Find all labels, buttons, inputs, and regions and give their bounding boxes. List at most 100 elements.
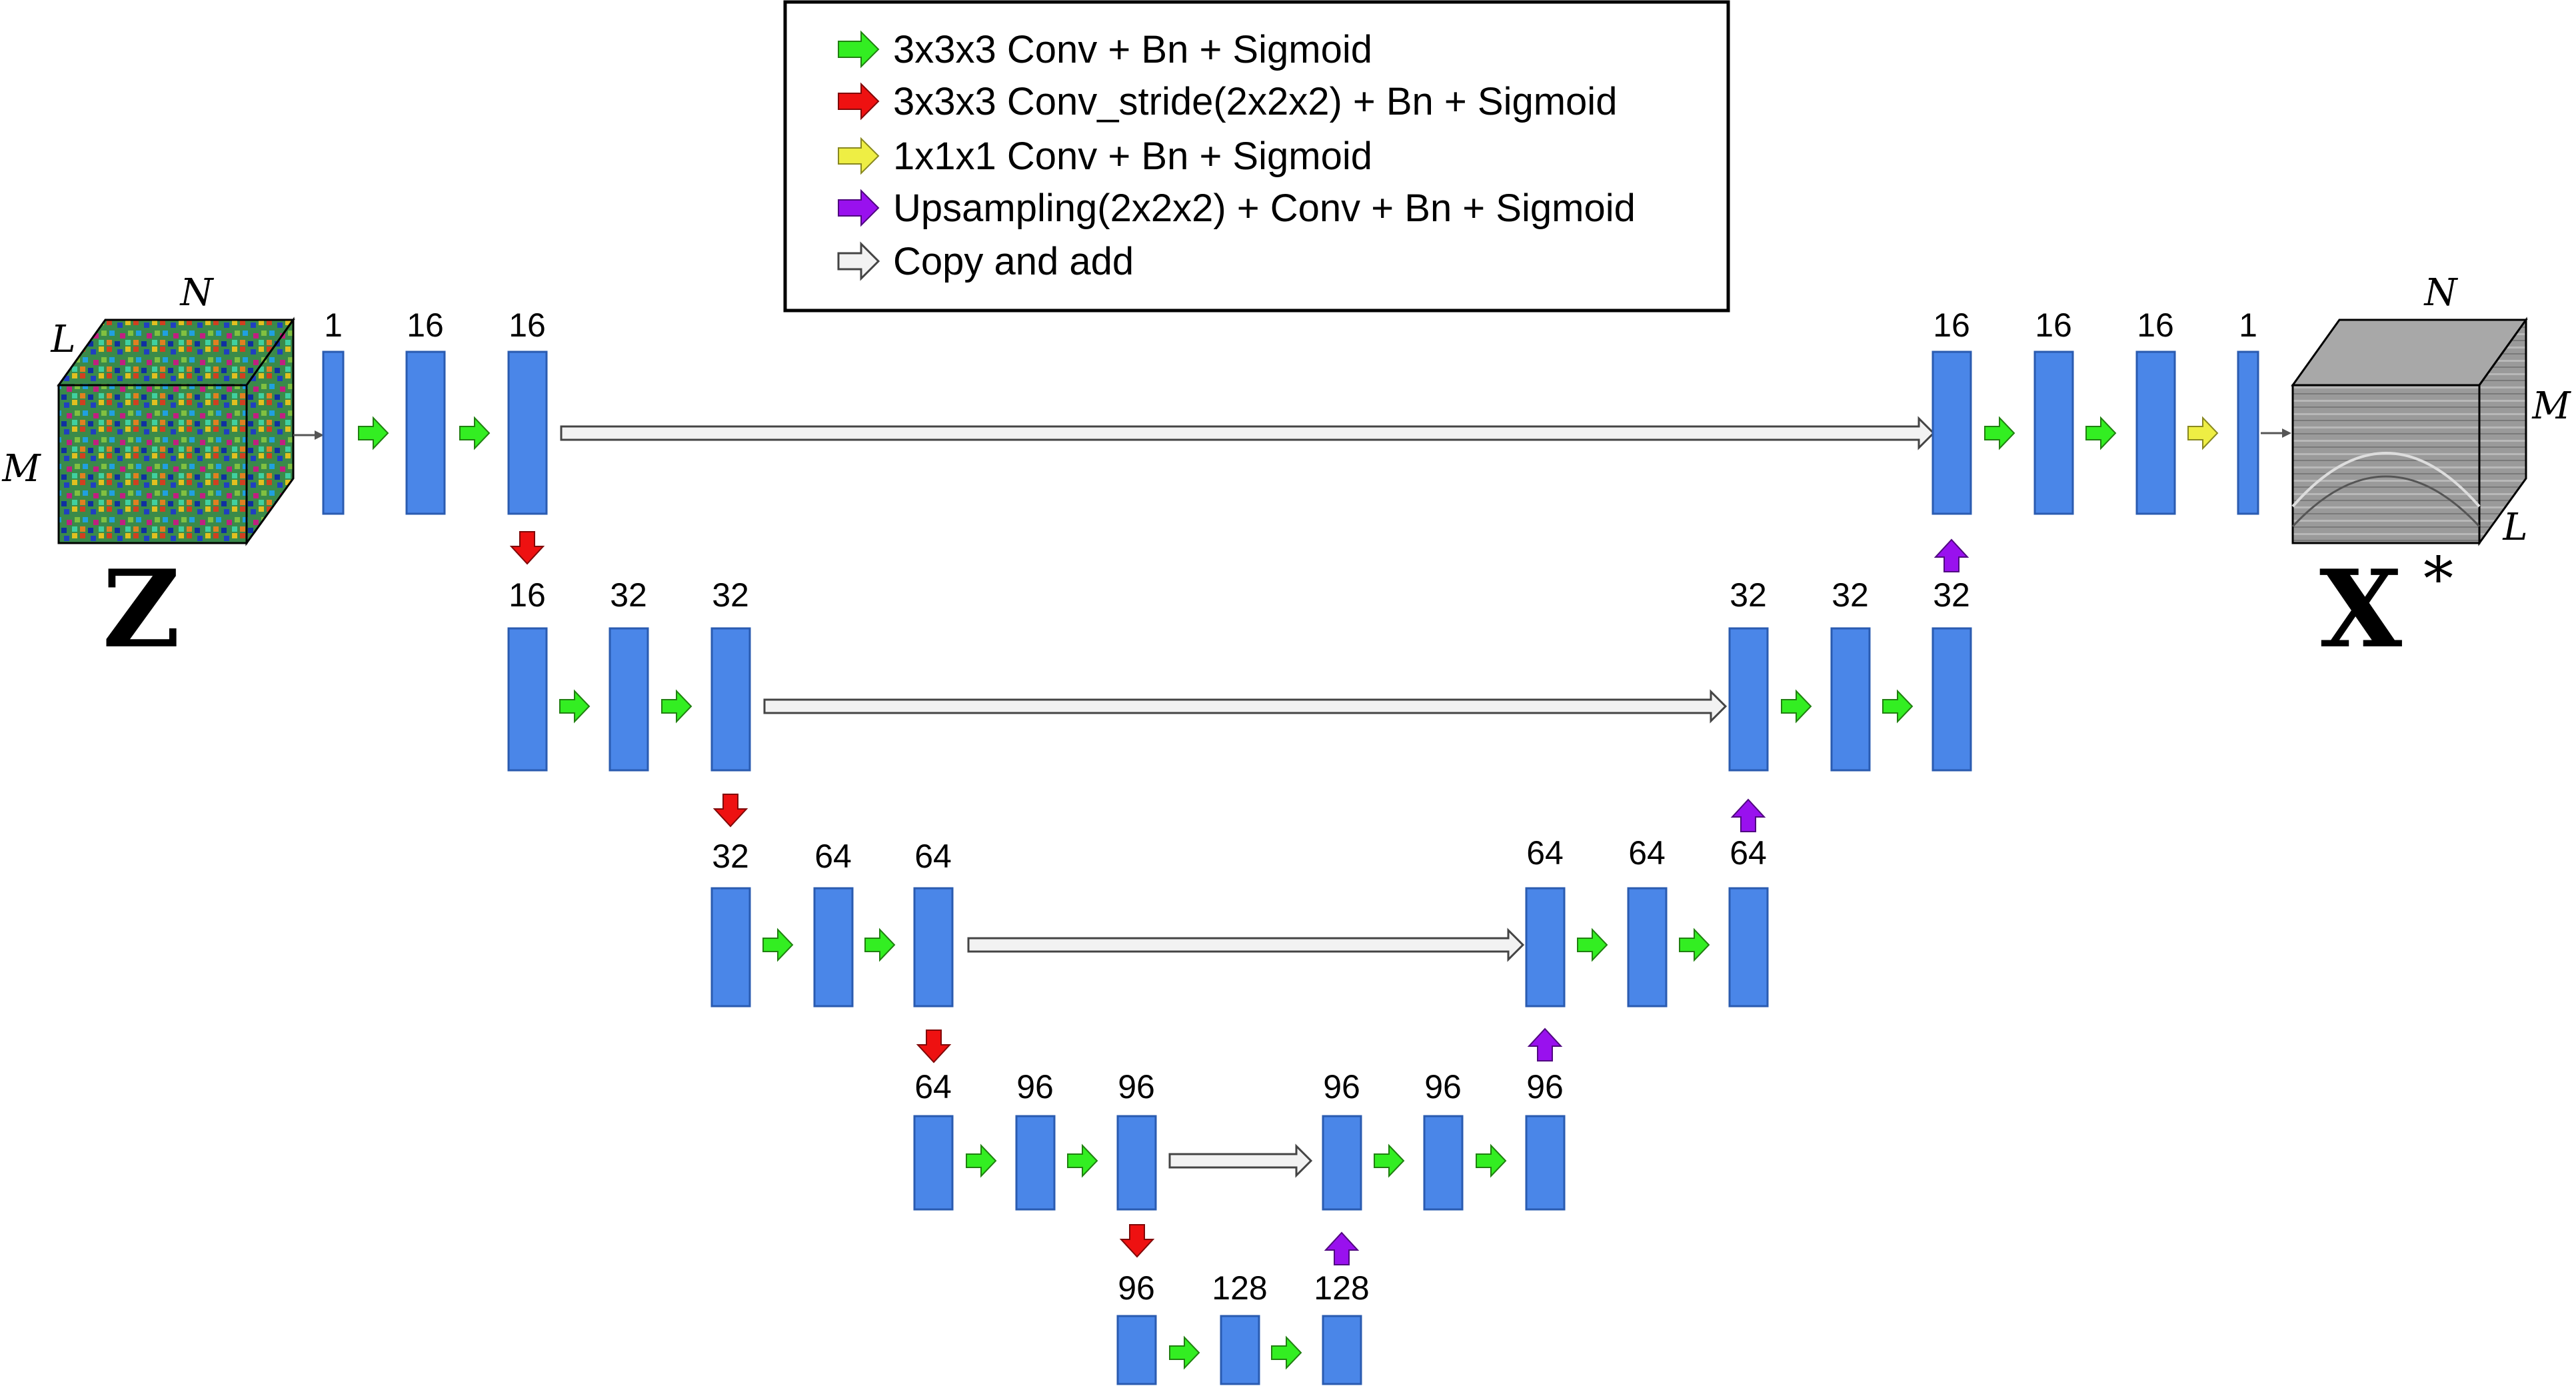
channel-label: 16	[2137, 307, 2174, 344]
legend: 3x3x3 Conv + Bn + Sigmoid 3x3x3 Conv_str…	[783, 0, 1730, 313]
green-arrow-icon	[838, 30, 880, 69]
legend-item-green: 3x3x3 Conv + Bn + Sigmoid	[838, 28, 1372, 71]
green-arrow-icon	[661, 689, 692, 724]
channel-label: 32	[1933, 576, 1970, 614]
channel-label: 96	[1016, 1068, 1054, 1105]
block-dec4-c	[1525, 1115, 1566, 1211]
level-3: 32 64 64 64 64 64	[710, 834, 1769, 1063]
green-arrow-icon	[1169, 1335, 1200, 1370]
block-enc4-b	[1015, 1115, 1056, 1211]
channel-label: 32	[712, 576, 749, 614]
green-arrow-icon	[358, 416, 389, 450]
channel-label: 32	[712, 838, 749, 875]
channel-label: 1	[324, 307, 343, 344]
legend-item-red: 3x3x3 Conv_stride(2x2x2) + Bn + Sigmoid	[838, 80, 1617, 123]
green-arrow-icon	[1374, 1143, 1405, 1178]
legend-label-red: 3x3x3 Conv_stride(2x2x2) + Bn + Sigmoid	[893, 80, 1617, 123]
level-2: 16 32 32 32 32 32	[507, 576, 1972, 832]
bottleneck: 96 128 128	[1116, 1269, 1370, 1385]
block-enc2-c	[710, 627, 751, 772]
output-dim-n: N	[2423, 271, 2459, 315]
green-arrow-icon	[459, 416, 491, 450]
input-cube: L N M Z	[1, 271, 295, 672]
red-arrow-icon	[838, 82, 880, 121]
channel-label: 32	[610, 576, 647, 614]
block-dec3-c	[1728, 887, 1769, 1008]
green-arrow-icon	[1476, 1143, 1507, 1178]
block-dec3-a	[1525, 887, 1566, 1008]
channel-label: 96	[1118, 1269, 1155, 1307]
channel-label: 64	[1526, 834, 1564, 872]
input-dim-l: L	[50, 318, 75, 361]
output-wavefront	[2291, 452, 2481, 508]
block-enc2-b	[609, 627, 649, 772]
green-arrow-icon	[1577, 928, 1608, 962]
input-dim-n: N	[179, 271, 215, 315]
red-down-arrow-icon	[916, 1030, 952, 1063]
block-enc3-a	[710, 887, 751, 1008]
level-4: 64 96 96 96 96 96	[913, 1068, 1566, 1265]
output-cube: N M L X *	[2291, 271, 2571, 672]
block-bottleneck-b	[1220, 1315, 1260, 1385]
green-arrow-icon	[2085, 416, 2117, 450]
copy-add-arrow	[560, 416, 1935, 450]
input-cube-front	[57, 384, 248, 544]
legend-label-green: 3x3x3 Conv + Bn + Sigmoid	[893, 28, 1372, 71]
legend-label-white: Copy and add	[893, 240, 1134, 283]
channel-label: 128	[1314, 1269, 1369, 1307]
red-down-arrow-icon	[1119, 1224, 1155, 1258]
channel-label: 64	[814, 838, 852, 875]
block-enc1-a	[322, 350, 345, 515]
yellow-arrow-icon	[838, 137, 880, 175]
output-cube-front	[2291, 384, 2481, 544]
channel-label: 64	[914, 1068, 952, 1105]
channel-label: 96	[1424, 1068, 1462, 1105]
block-bottleneck-a	[1116, 1315, 1157, 1385]
red-down-arrow-icon	[509, 531, 545, 565]
green-arrow-icon	[762, 928, 794, 962]
channel-label: 32	[1730, 576, 1767, 614]
purple-arrow-icon	[838, 189, 880, 227]
green-arrow-icon	[1067, 1143, 1098, 1178]
green-arrow-icon	[1984, 416, 2015, 450]
green-arrow-icon	[966, 1143, 997, 1178]
white-arrow-icon	[837, 241, 880, 281]
block-bottleneck-c	[1322, 1315, 1362, 1385]
channel-label: 128	[1212, 1269, 1267, 1307]
legend-item-purple: Upsampling(2x2x2) + Conv + Bn + Sigmoid	[838, 187, 1636, 230]
channel-label: 16	[1933, 307, 1970, 344]
channel-label: 96	[1323, 1068, 1360, 1105]
block-dec2-c	[1932, 627, 1972, 772]
green-arrow-icon	[1882, 689, 1914, 724]
block-enc1-c	[507, 350, 548, 515]
block-dec3-b	[1627, 887, 1668, 1008]
legend-item-yellow: 1x1x1 Conv + Bn + Sigmoid	[838, 135, 1372, 178]
block-dec2-b	[1830, 627, 1871, 772]
block-enc3-b	[813, 887, 854, 1008]
output-dim-m: M	[2531, 384, 2571, 428]
channel-label: 64	[1730, 834, 1767, 872]
channel-label: 64	[914, 838, 952, 875]
legend-label-purple: Upsampling(2x2x2) + Conv + Bn + Sigmoid	[893, 187, 1636, 230]
green-arrow-icon	[559, 689, 591, 724]
block-dec1-b	[2033, 350, 2074, 515]
channel-label: 96	[1118, 1068, 1155, 1105]
green-arrow-icon	[1271, 1335, 1302, 1370]
legend-label-yellow: 1x1x1 Conv + Bn + Sigmoid	[893, 135, 1372, 178]
level-1: 1 16 16 16 16 16 1	[322, 307, 2259, 572]
block-enc4-a	[913, 1115, 954, 1211]
block-dec4-a	[1322, 1115, 1362, 1211]
channel-label: 32	[1832, 576, 1869, 614]
output-symbol: X	[2319, 546, 2402, 672]
channel-label: 16	[509, 307, 546, 344]
purple-up-arrow-icon	[1324, 1231, 1360, 1265]
input-dim-m: M	[1, 447, 41, 490]
block-enc3-c	[913, 887, 954, 1008]
input-symbol: Z	[103, 546, 181, 672]
legend-item-white: Copy and add	[837, 240, 1134, 283]
block-enc2-a	[507, 627, 548, 772]
block-dec4-b	[1423, 1115, 1464, 1211]
block-enc1-b	[405, 350, 446, 515]
copy-add-arrow	[763, 689, 1728, 724]
